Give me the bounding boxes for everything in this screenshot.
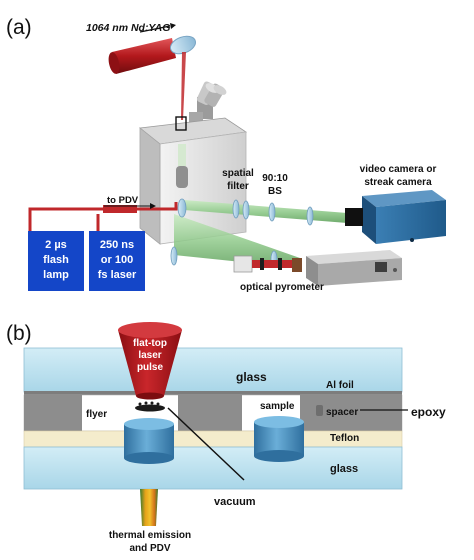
- camera-lens: [306, 206, 314, 226]
- flash-lamp-box: [28, 231, 84, 291]
- flyer-window-cylinder: [124, 418, 174, 464]
- al-foil: [24, 391, 402, 395]
- bs-label-line1: 90:10: [262, 173, 288, 184]
- ndyag-laser: [108, 35, 197, 74]
- pulse-laser-line2: or 100: [101, 254, 133, 266]
- laser-beam: [181, 52, 186, 120]
- spacer-label: spacer: [326, 407, 358, 418]
- vacuum-pointer: [167, 407, 245, 481]
- beam-splitter: [268, 202, 276, 222]
- flash-lamp-line1: 2 µs: [45, 239, 67, 251]
- bottom-glass: [23, 446, 403, 490]
- pulse-laser-line3: fs laser: [98, 269, 137, 281]
- camera: [345, 190, 446, 244]
- pulse-label-line1: flat-top: [133, 338, 167, 349]
- spacer-left: [24, 395, 82, 431]
- glass-bottom-label: glass: [330, 463, 358, 475]
- flash-lamp-line3: lamp: [43, 269, 69, 281]
- spatial-filter-label-line2: filter: [227, 181, 249, 192]
- microscope: [189, 81, 227, 128]
- laser-arrow: [139, 25, 171, 33]
- emission-beam: [140, 489, 158, 526]
- to-pdv-label: to PDV: [107, 195, 139, 206]
- al-foil-label: Al foil: [326, 380, 354, 391]
- camera-label-line2: streak camera: [364, 177, 432, 188]
- spatial-filter-label-line1: spatial: [222, 168, 254, 179]
- pyrometer: [233, 250, 402, 286]
- panel-a: (a) 1064 nm Nd:YAG: [6, 16, 446, 293]
- panel-a-label: (a): [6, 16, 32, 39]
- pulse-laser-box: [89, 231, 145, 291]
- spatial-filter-lens1: [232, 199, 240, 219]
- bs-label-line2: BS: [268, 186, 282, 197]
- glass-top-label: glass: [236, 370, 267, 384]
- top-glass: [23, 347, 403, 393]
- camera-label-line1: video camera or: [360, 164, 437, 175]
- objective: [176, 166, 188, 188]
- sample-cylinder: [254, 416, 304, 462]
- flyer-label: flyer: [86, 409, 107, 420]
- laser-wavelength-label: 1064 nm Nd:YAG: [86, 22, 170, 34]
- pulse-laser-line1: 250 ns: [100, 239, 134, 251]
- panel-b-label: (b): [6, 322, 32, 345]
- emission-label-line1: thermal emission: [109, 530, 191, 541]
- teflon-label: Teflon: [330, 433, 359, 444]
- pulse-label-line2: laser: [138, 350, 161, 361]
- panel-b: (b): [6, 322, 446, 554]
- spatial-filter-lens2: [242, 200, 250, 220]
- emission-label-line2: and PDV: [129, 543, 170, 554]
- laser-pulse-cone: [118, 322, 182, 400]
- turn-mirror: [177, 198, 187, 218]
- spacer-middle: [178, 395, 242, 431]
- sample-label: sample: [260, 401, 295, 412]
- flash-lamp-line2: flash: [43, 254, 69, 266]
- flyer: [135, 401, 165, 412]
- epoxy-label: epoxy: [411, 405, 446, 419]
- vacuum-label: vacuum: [214, 496, 256, 508]
- pulse-label-line3: pulse: [137, 362, 164, 373]
- pyrometer-label: optical pyrometer: [240, 282, 324, 293]
- green-beam-pyrometer: [174, 214, 300, 268]
- target-box: [175, 116, 187, 131]
- pyrometer-mirror: [170, 246, 178, 266]
